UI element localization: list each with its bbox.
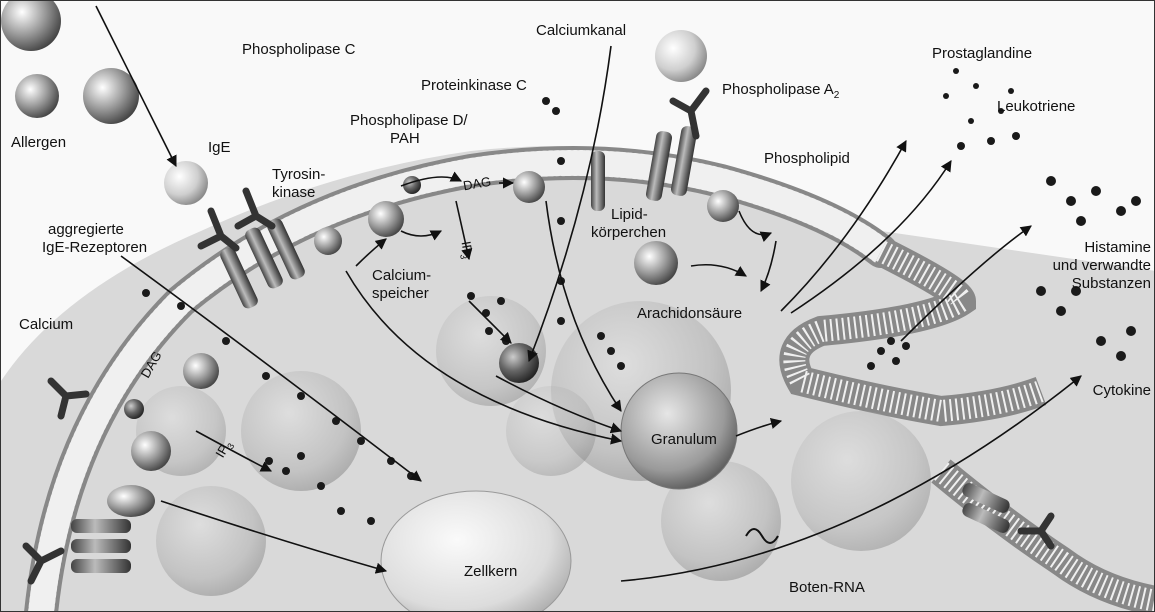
label-cytokine: Cytokine xyxy=(1093,382,1151,399)
label-calcium: Calcium xyxy=(19,316,73,333)
label-phospholipase-a: Phospholipase A xyxy=(722,81,834,98)
label-phospholipase-d-line2: PAH xyxy=(390,130,420,147)
label-prostaglandine: Prostaglandine xyxy=(932,45,1032,62)
label-histamine-line3: Substanzen xyxy=(1072,275,1151,292)
label-leukotriene: Leukotriene xyxy=(997,98,1075,115)
label-calciumkanal: Calciumkanal xyxy=(536,22,626,39)
label-phospholipase-a2: Phospholipase A2 xyxy=(722,81,839,104)
label-zellkern: Zellkern xyxy=(464,563,517,580)
label-lipid-line1: Lipid- xyxy=(611,206,648,223)
label-boten-rna: Boten-RNA xyxy=(789,579,865,596)
label-phospholipase-d-line1: Phospholipase D/ xyxy=(350,112,468,129)
label-histamine-line2: und verwandte xyxy=(1053,257,1151,274)
label-proteinkinase-c: Proteinkinase C xyxy=(421,77,527,94)
label-granulum: Granulum xyxy=(651,431,717,448)
label-phospholipase-c: Phospholipase C xyxy=(242,41,355,58)
label-lipid-line2: körperchen xyxy=(591,224,666,241)
label-arachidonsaeure: Arachidonsäure xyxy=(637,305,742,322)
label-phospholipase-a-sub: 2 xyxy=(834,90,840,101)
label-tyrosinkinase-line2: kinase xyxy=(272,184,315,201)
label-tyrosinkinase-line1: Tyrosin- xyxy=(272,166,325,183)
label-aggregierte-line2: IgE-Rezeptoren xyxy=(42,239,147,256)
label-calciumspeicher-line2: speicher xyxy=(372,285,429,302)
label-allergen: Allergen xyxy=(11,134,66,151)
label-ige: IgE xyxy=(208,139,231,156)
label-histamine-line1: Histamine xyxy=(1084,239,1151,256)
label-calciumspeicher-line1: Calcium- xyxy=(372,267,431,284)
label-phospholipid: Phospholipid xyxy=(764,150,850,167)
label-aggregierte-line1: aggregierte xyxy=(48,221,124,238)
